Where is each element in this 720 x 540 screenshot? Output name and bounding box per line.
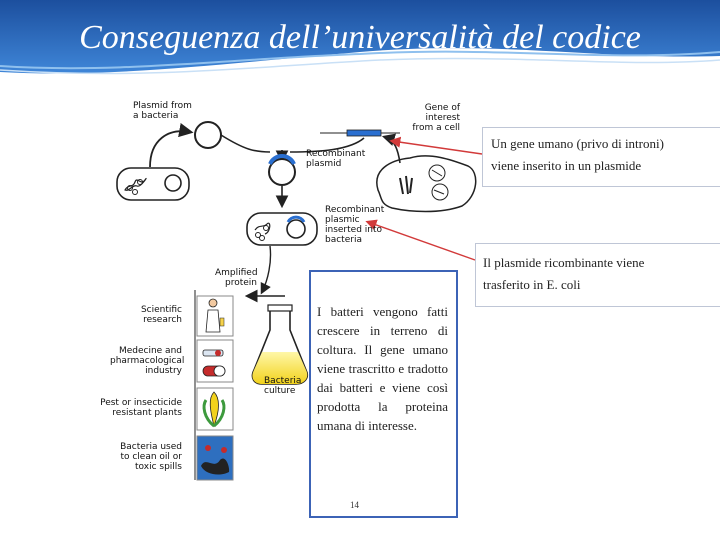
merge-arrow-left (220, 134, 271, 153)
note-pointer-arrow-2 (365, 219, 476, 261)
use-label-medicine: Medecine and pharmacological industry (110, 346, 185, 376)
note-plasmid-transfer: Il plasmide ricombinante viene trasferit… (475, 243, 720, 307)
plasmid-circle (194, 121, 222, 149)
use-label-plants: Pest or insecticide resistant plants (100, 398, 182, 418)
recombinant-plasmid-label: Recombinant plasmid (306, 149, 366, 169)
use-label-research: Scientific research (140, 305, 182, 325)
merge-arrow-right (289, 137, 365, 153)
amplified-protein-label: Amplified protein (215, 268, 258, 288)
header-wave-background (0, 0, 720, 75)
extract-plasmid-arrow (149, 122, 194, 168)
bacteria-culture-textbox: I batteri vengono fatti crescere in terr… (309, 270, 458, 518)
gene-of-interest-segment (346, 129, 382, 137)
gene-label: Gene of interest from a cell (412, 103, 460, 133)
note-pointer-arrow-1 (389, 136, 483, 155)
recombinant-plasmid-circle (268, 158, 296, 186)
recombinant-bacterium (246, 212, 318, 246)
body-text: I batteri vengono fatti crescere in terr… (317, 304, 448, 433)
bacteria-culture-label: Bacteria culture (264, 376, 302, 396)
human-cell (376, 155, 477, 213)
slide-title: Conseguenza dell’universalità del codice (79, 19, 641, 56)
plasmid-label: Plasmid from a bacteria (133, 101, 192, 121)
inserted-plasmid-label: Recombinant plasmic inserted into bacter… (325, 205, 385, 245)
note-gene-insertion: Un gene umano (privo di introni) viene i… (482, 127, 720, 187)
use-label-oil-spill: Bacteria used to clean oil or toxic spil… (120, 442, 182, 472)
slide-header: Conseguenza dell’universalità del codice (0, 0, 720, 80)
page-number: 14 (350, 500, 359, 510)
